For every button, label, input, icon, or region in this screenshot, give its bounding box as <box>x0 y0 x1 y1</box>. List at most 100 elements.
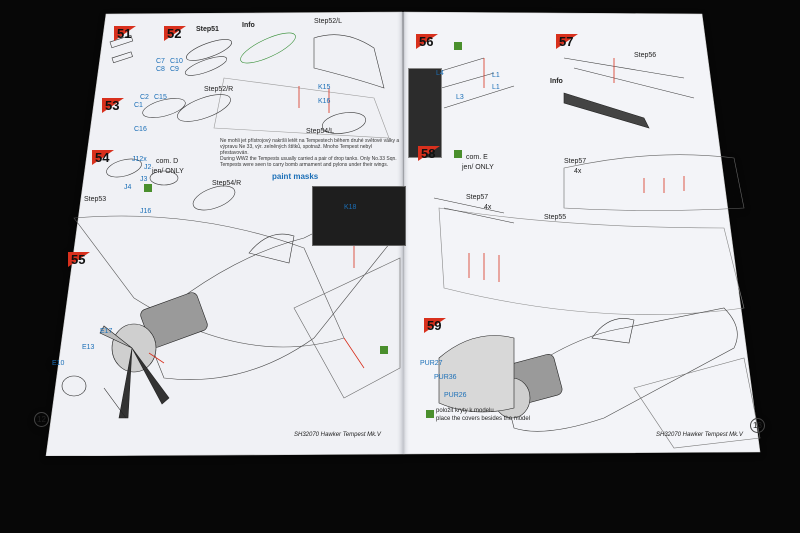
tank-54r <box>192 185 236 211</box>
part-label: E17 <box>100 328 113 335</box>
bomb-54 <box>106 158 142 178</box>
wing-under-left <box>313 34 385 89</box>
booklet-pages-svg <box>45 11 761 456</box>
info-label: Info <box>242 22 255 29</box>
step-badge-52: 52 <box>164 26 186 41</box>
info-cannon <box>563 92 650 129</box>
wing-right-59 <box>633 357 761 449</box>
drop-tank <box>186 39 232 61</box>
blade-e17 <box>103 387 127 419</box>
part-label: J3 <box>140 176 148 183</box>
aircraft-fuselage-right <box>503 307 738 432</box>
part-label: E13 <box>82 344 95 351</box>
option-label: com. E <box>466 154 488 161</box>
place-text: položit kryty k modelu <box>436 408 494 414</box>
step-ref-label: Step55 <box>544 214 567 221</box>
help-icon <box>426 410 434 418</box>
step-badge-59: 59 <box>424 318 446 333</box>
step-badge-54: 54 <box>92 150 114 165</box>
step-ref-label: Step51 <box>196 26 219 33</box>
step-badge-51: 51 <box>114 26 136 41</box>
part-label: C1 <box>134 102 143 109</box>
option-label: jen/ ONLY <box>152 168 184 175</box>
part-label: K18 <box>344 204 357 211</box>
option-e-icon <box>454 150 462 158</box>
page-number-left: 12 <box>34 412 49 427</box>
right-page-drawing <box>417 57 761 449</box>
drop-tank-l54 <box>321 112 367 134</box>
drop-tank <box>184 56 228 76</box>
red-arrow <box>343 337 365 369</box>
canopy <box>248 233 295 264</box>
step-badge-55: 55 <box>68 252 90 267</box>
info-tank <box>240 32 296 64</box>
option-label: jen/ ONLY <box>462 164 494 171</box>
part-label: E10 <box>52 360 65 367</box>
option-icon-56 <box>454 42 462 50</box>
step-badge-58: 58 <box>418 146 440 161</box>
step-ref-label: Step57 <box>466 194 489 201</box>
bomb-part <box>142 98 186 118</box>
multiplier-label: 4x <box>484 204 492 211</box>
prop-blade <box>99 325 133 349</box>
red-arrow <box>148 352 165 364</box>
part-label: J4 <box>124 184 132 191</box>
part-label: C10 <box>170 58 183 65</box>
part-label: PUR26 <box>444 392 467 399</box>
wing-under-right <box>563 154 745 211</box>
part-label: J16 <box>140 208 152 215</box>
option-label: com. D <box>156 158 179 165</box>
part-label: C15 <box>154 94 167 101</box>
step-ref-label: Step56 <box>634 52 657 59</box>
warning-icon <box>380 346 388 354</box>
part-label: PUR27 <box>420 360 443 367</box>
prop-blade <box>118 347 133 419</box>
part-label: L1 <box>492 72 500 79</box>
option-d-icon <box>144 184 152 192</box>
page-number-right: 13 <box>750 418 765 433</box>
part-label: C8 <box>156 66 165 73</box>
part-label: C9 <box>170 66 179 73</box>
cowl-covers <box>438 335 515 413</box>
part-label: J2 <box>144 164 152 171</box>
step-ref-label: Step53 <box>84 196 107 203</box>
step-ref-label: Step54/L <box>306 128 335 135</box>
step-ref-label: Step57 <box>564 158 587 165</box>
paint-masks-label: paint masks <box>272 172 319 181</box>
wing-big-under <box>438 207 745 315</box>
part-label: L4 <box>436 70 444 77</box>
drop-tank-right <box>177 94 231 122</box>
part-label: L1 <box>492 84 500 91</box>
paint-mask-sheet <box>312 186 406 246</box>
step-badge-56: 56 <box>416 34 438 49</box>
info-label: Info <box>550 78 563 85</box>
multiplier-label: 4x <box>574 168 582 175</box>
canopy-right <box>591 318 635 344</box>
part-label: C2 <box>140 94 149 101</box>
place-text: place the covers besides the model <box>436 416 531 422</box>
instrument-mask-sheet <box>408 68 442 158</box>
step-ref-label: Step52/L <box>314 18 343 25</box>
step-ref-label: Step52/R <box>204 86 234 93</box>
prop-blade <box>131 347 170 405</box>
bomb-54b <box>149 170 179 186</box>
part-label: L3 <box>456 94 464 101</box>
instruction-booklet: 51 52 53 54 55 Step51 Step52/L Step52/R … <box>34 8 765 456</box>
rod-58 <box>443 207 515 224</box>
rod-57 <box>573 67 695 99</box>
part-label: K16 <box>318 98 331 105</box>
note-english: During WW2 the Tempests usually carried … <box>220 156 397 168</box>
rod-58 <box>433 197 505 214</box>
wing-panel <box>213 77 390 139</box>
step-ref-label: Step54/R <box>212 180 242 187</box>
footer-right: SH32070 Hawker Tempest Mk.V <box>656 432 743 438</box>
part-label: K15 <box>318 84 331 91</box>
step-badge-57: 57 <box>556 34 578 49</box>
left-page-drawing <box>61 32 401 419</box>
part-label: C7 <box>156 58 165 65</box>
pylon-part <box>111 51 133 64</box>
spinner-e10 <box>61 375 87 397</box>
rod-part <box>443 85 515 109</box>
part-label: C16 <box>134 126 147 133</box>
